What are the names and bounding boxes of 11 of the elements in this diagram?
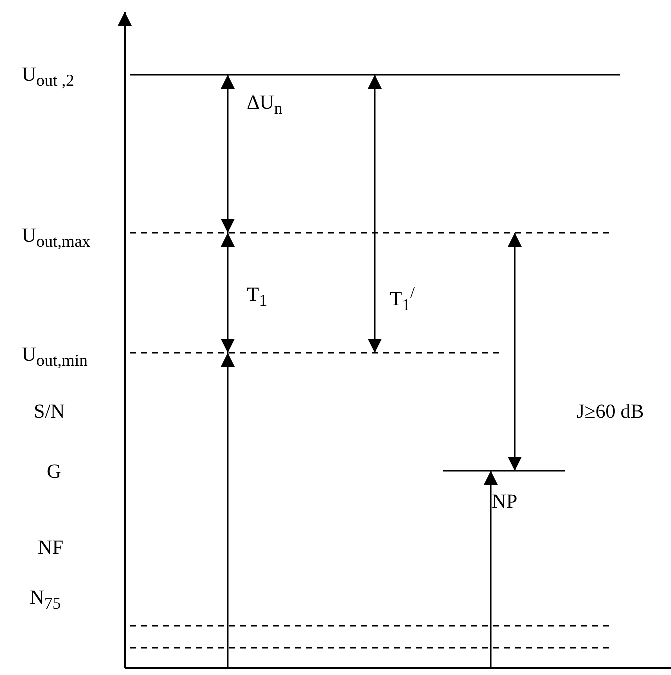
level-label: G xyxy=(47,462,62,482)
level-label: U$_{out ,2}$ xyxy=(22,65,74,90)
level-label: U$_{out,max}$ xyxy=(22,226,91,251)
level-label: N$_{75}$ xyxy=(30,588,62,613)
level-label: U$_{out,min}$ xyxy=(22,345,88,370)
interval-label: T$_{1}$ xyxy=(247,285,268,310)
interval-label: J≥60 dB xyxy=(577,402,644,422)
interval-label: ΔU$_{n}$ xyxy=(247,93,283,118)
level-label: NF xyxy=(38,538,64,558)
interval-label: NP xyxy=(492,492,518,512)
level-label: S/N xyxy=(34,402,66,422)
